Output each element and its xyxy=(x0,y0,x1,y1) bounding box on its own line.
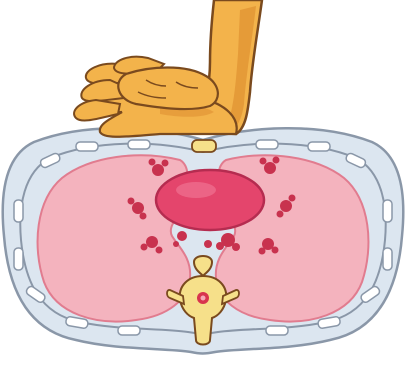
rib-segment xyxy=(383,200,392,222)
heart-highlight xyxy=(176,182,216,198)
rib-segment xyxy=(14,248,23,270)
lower-hand xyxy=(118,68,218,110)
spinal-canal xyxy=(201,296,206,301)
heart-region xyxy=(156,170,264,230)
rib-segment xyxy=(308,142,330,151)
rib-segment xyxy=(118,326,140,335)
rib-segment xyxy=(383,248,392,270)
rib-segment xyxy=(266,326,288,335)
rib-segment xyxy=(128,140,150,149)
rib-segment xyxy=(256,140,278,149)
rescuer-arm xyxy=(74,0,262,137)
rib-segment xyxy=(14,200,23,222)
heart xyxy=(156,170,264,230)
vessel-cluster xyxy=(204,240,212,248)
sternum xyxy=(192,140,216,152)
rib-segment xyxy=(76,142,98,151)
